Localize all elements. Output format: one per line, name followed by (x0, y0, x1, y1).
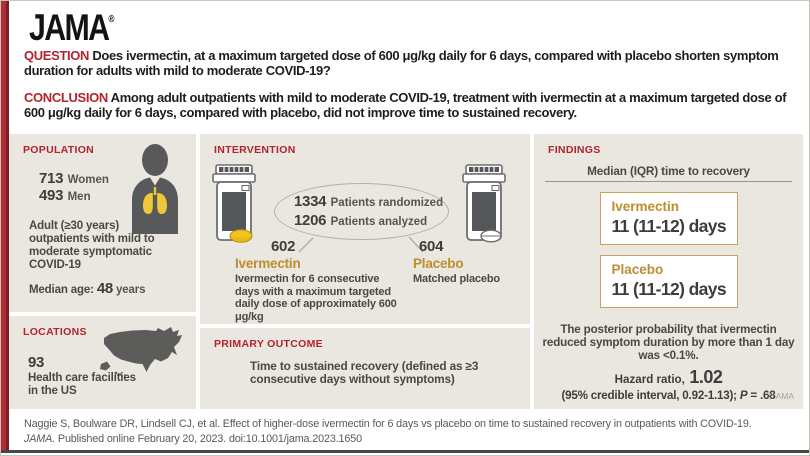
placebo-arm-count: 604 (419, 238, 444, 255)
ama-copyright: © AMA (767, 391, 794, 401)
pill-bottle-yellow-pill-icon (212, 164, 256, 243)
conclusion-paragraph: CONCLUSION Among adult outpatients with … (24, 90, 800, 120)
placebo-result-name: Placebo (611, 262, 664, 277)
bottom-border-line (1, 450, 809, 453)
population-header: POPULATION (23, 144, 95, 156)
question-text: Does ivermectin, at a maximum targeted d… (24, 48, 779, 78)
hazard-ratio-value: 1.02 (689, 367, 723, 387)
randomization-connector-lines (298, 236, 424, 253)
conclusion-label: CONCLUSION (24, 90, 108, 105)
hazard-ratio: Hazard ratio, 1.02 (534, 367, 803, 388)
randomized-stat: 1334 Patients randomized (294, 193, 443, 212)
placebo-result-box: Placebo 11 (11-12) days (599, 255, 738, 308)
ivermectin-arm-description: Ivermectin for 6 consecutive days with a… (235, 273, 397, 323)
placebo-result-value: 11 (11-12) days (611, 279, 727, 299)
p-symbol: P (739, 389, 748, 402)
intervention-panel: INTERVENTION 1334 Patients rand (200, 134, 530, 324)
placebo-arm-description: Matched placebo (413, 273, 500, 285)
median-age-suffix: years (116, 284, 146, 296)
analyzed-count: 1206 (294, 211, 327, 229)
registered-mark: ® (108, 14, 115, 25)
men-stat: 493 Men (39, 188, 196, 205)
placebo-arm-name: Placebo (413, 256, 464, 271)
citation: Naggie S, Boulware DR, Lindsell CJ, et a… (9, 409, 803, 450)
findings-header: FINDINGS (548, 144, 601, 156)
citation-journal: JAMA. (24, 432, 56, 445)
left-accent-bar (1, 1, 9, 450)
primary-outcome-header: PRIMARY OUTCOME (214, 338, 323, 350)
jama-logo: JAMA® (29, 7, 114, 49)
conclusion-text: Among adult outpatients with mild to mod… (24, 90, 787, 120)
analyzed-label: Patients analyzed (330, 215, 428, 228)
person-with-lungs-icon (132, 144, 178, 234)
ivermectin-result-box: Ivermectin 11 (11-12) days (599, 192, 738, 245)
women-stat: 713 Women (39, 171, 196, 188)
median-age-prefix: Median age: (29, 284, 94, 296)
primary-outcome-panel: PRIMARY OUTCOME Time to sustained recove… (200, 328, 530, 409)
ivermectin-result-name: Ivermectin (611, 199, 680, 214)
randomization-counts: 1334 Patients randomized 1206 Patients a… (275, 193, 443, 231)
findings-divider (545, 181, 792, 182)
credible-interval-post: = .68 (747, 389, 776, 402)
credible-interval-text: (95% credible interval, 0.92-1.13); P = … (534, 389, 803, 402)
women-label: Women (67, 174, 109, 186)
population-panel: POPULATION 713 Women 493 Men Adult (≥30 … (9, 134, 196, 312)
facilities-description: Health care facilities in the US (28, 372, 136, 397)
median-age: Median age: 48 years (29, 280, 196, 297)
credible-interval-pre: (95% credible interval, 0.92-1.13); (561, 389, 740, 402)
us-map-icon (100, 327, 182, 377)
placebo-arm: 604 Placebo Matched placebo (413, 238, 525, 286)
population-stats: 713 Women 493 Men (39, 171, 196, 205)
citation-pre: Naggie S, Boulware DR, Lindsell CJ, et a… (24, 418, 752, 430)
posterior-probability-text: The posterior probability that ivermecti… (542, 323, 795, 362)
findings-panel: FINDINGS Median (IQR) time to recovery I… (534, 134, 803, 409)
randomization-bubble: 1334 Patients randomized 1206 Patients a… (274, 183, 449, 240)
median-age-value: 48 (96, 280, 113, 297)
ivermectin-arm: 602 Ivermectin Ivermectin for 6 consecut… (235, 238, 400, 323)
ivermectin-arm-count: 602 (271, 238, 296, 255)
randomized-count: 1334 (294, 192, 327, 210)
ivermectin-result-value: 11 (11-12) days (611, 216, 727, 236)
question-paragraph: QUESTION Does ivermectin, at a maximum t… (24, 48, 800, 78)
jama-logo-text: JAMA (29, 7, 110, 48)
pill-bottle-white-pill-icon (462, 164, 506, 243)
findings-subtitle: Median (IQR) time to recovery (587, 164, 750, 178)
ivermectin-arm-name: Ivermectin (235, 256, 301, 271)
population-description: Adult (≥30 years) outpatients with mild … (29, 220, 155, 271)
primary-outcome-text: Time to sustained recovery (defined as ≥… (250, 359, 479, 386)
women-count: 713 (39, 170, 64, 187)
analyzed-stat: 1206 Patients analyzed (294, 212, 443, 231)
men-count: 493 (39, 187, 64, 204)
intervention-header: INTERVENTION (214, 144, 296, 156)
facilities-count: 93 (28, 354, 45, 371)
citation-post: Published online February 20, 2023. doi:… (55, 432, 362, 445)
hazard-ratio-label: Hazard ratio, (614, 373, 685, 386)
locations-header: LOCATIONS (23, 326, 87, 338)
men-label: Men (67, 191, 91, 203)
question-label: QUESTION (24, 48, 90, 63)
locations-panel: LOCATIONS 93 Health care facilities in t… (9, 316, 196, 409)
randomized-label: Patients randomized (330, 196, 444, 209)
